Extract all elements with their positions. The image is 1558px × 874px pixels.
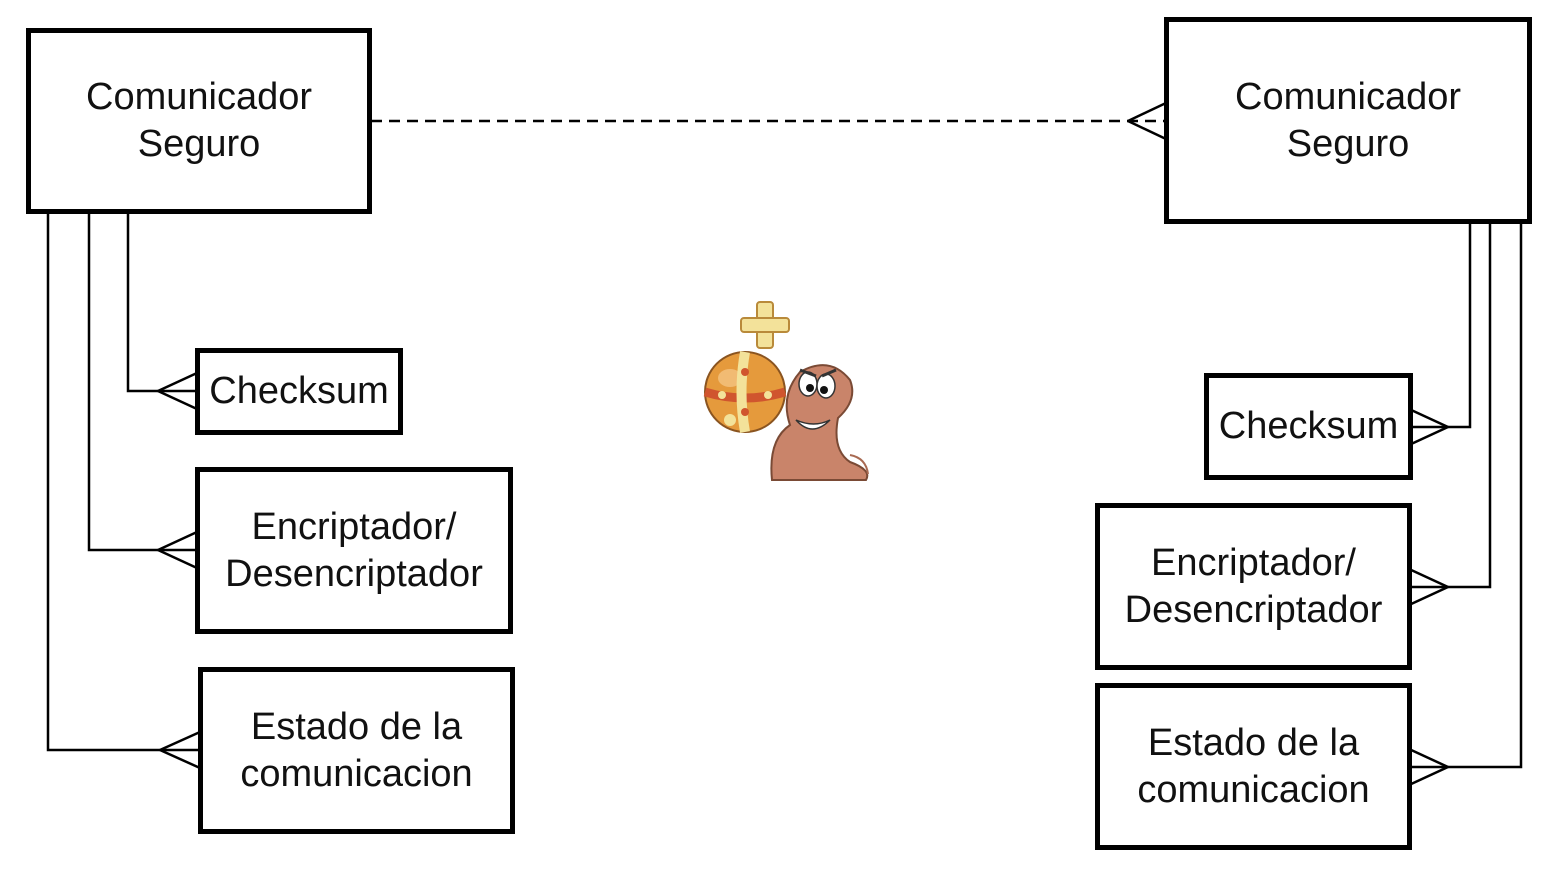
right-estado-box: Estado de la comunicacion <box>1095 683 1412 850</box>
left-estado-label: Estado de la comunicacion <box>240 705 473 795</box>
left-encriptador-connector <box>87 212 198 570</box>
left-comunicador-seguro-box: Comunicador Seguro <box>26 28 372 214</box>
right-estado-label: Estado de la comunicacion <box>1137 721 1370 811</box>
left-encriptador-box: Encriptador/ Desencriptador <box>195 467 513 634</box>
grenade-orb-icon <box>703 351 787 433</box>
right-encriptador-label: Encriptador/ Desencriptador <box>1124 541 1383 631</box>
right-estado-connector <box>1408 222 1523 787</box>
worm-icon <box>770 364 869 481</box>
left-comunicador-seguro-label: Comunicador Seguro <box>86 76 312 165</box>
right-comunicador-seguro-label: Comunicador Seguro <box>1235 75 1461 165</box>
right-comunicador-seguro-box: Comunicador Seguro <box>1164 17 1532 224</box>
right-checksum-box: Checksum <box>1204 373 1413 480</box>
right-checksum-label: Checksum <box>1218 405 1399 447</box>
left-encriptador-label: Encriptador/ Desencriptador <box>225 505 483 595</box>
left-checksum-connector <box>126 212 198 411</box>
left-checksum-box: Checksum <box>195 348 403 435</box>
right-encriptador-connector <box>1408 222 1492 607</box>
left-estado-box: Estado de la comunicacion <box>198 667 515 834</box>
left-checksum-label: Checksum <box>209 370 389 412</box>
association-dashed-connector <box>371 101 1167 141</box>
right-encriptador-box: Encriptador/ Desencriptador <box>1095 503 1412 670</box>
grenade-cross-icon <box>740 301 790 349</box>
worm-with-holy-hand-grenade-icon <box>703 301 869 481</box>
right-checksum-connector <box>1408 222 1472 447</box>
left-estado-connector <box>46 212 201 770</box>
